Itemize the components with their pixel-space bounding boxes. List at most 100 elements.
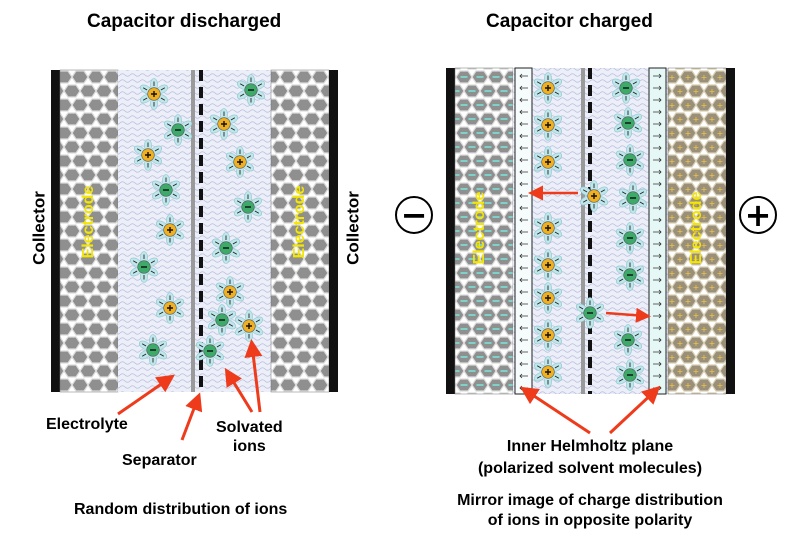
collector-left-label: Collector (29, 191, 48, 265)
dipole-arrow (519, 301, 528, 307)
dipole-arrow (519, 217, 528, 223)
dipole-mark (158, 233, 164, 237)
dipole-mark (554, 81, 560, 85)
dipole-mark (618, 268, 624, 272)
dipole-mark (616, 333, 622, 337)
caption-random-distribution: Random distribution of ions (74, 501, 288, 518)
dipole-mark (634, 116, 640, 120)
cation-icon (234, 310, 264, 342)
dipole-arrow (653, 349, 662, 355)
dipole-mark (150, 260, 156, 264)
dipole-arrow (653, 301, 662, 307)
electrode-negative-label: Electrode (471, 191, 488, 264)
dipole-arrow (653, 133, 662, 139)
discharged-cell (51, 69, 338, 393)
dipole-mark (166, 123, 172, 127)
anion-icon (613, 324, 643, 356)
dipole-mark (214, 241, 220, 245)
plus-sign (167, 227, 173, 233)
dipole-mark (150, 270, 156, 274)
dipole-mark (639, 191, 645, 195)
dipole-mark (536, 81, 542, 85)
ihp-negative (514, 67, 533, 395)
plus-sign (545, 122, 551, 128)
dipole-mark (600, 199, 606, 203)
dipole-mark (536, 128, 542, 132)
dipole-mark (639, 201, 645, 205)
dipole-mark (230, 117, 236, 121)
label-inner-helmholtz-plane: Inner Helmholtz plane (polarized solvent… (425, 436, 755, 480)
cation-icon (139, 78, 169, 110)
dipole-mark (236, 285, 242, 289)
electrode-positive (667, 67, 727, 395)
cation-icon (533, 72, 563, 104)
anion-icon (615, 222, 645, 254)
dipole-arrow (653, 193, 662, 199)
dipole-mark (158, 311, 164, 315)
dipole-mark (554, 128, 560, 132)
dipole-arrow (653, 217, 662, 223)
solvated-ions-right (533, 72, 648, 391)
dipole-arrow (519, 193, 528, 199)
dipole-mark (554, 221, 560, 225)
caption-mirror-line1: Mirror image of charge distribution (457, 492, 723, 509)
migration-arrow-anion (605, 307, 651, 323)
dipole-mark (554, 328, 560, 332)
dipole-mark (198, 354, 204, 358)
positive-terminal: + (739, 196, 777, 234)
anion-icon (611, 72, 641, 104)
dipole-mark (554, 155, 560, 159)
dipole-mark (159, 353, 165, 357)
polarized-solvent-negative (519, 73, 528, 391)
dipole-mark (536, 91, 542, 95)
dipole-mark (158, 301, 164, 305)
dipole-mark (632, 91, 638, 95)
dipole-mark (536, 338, 542, 342)
plus-sign (545, 332, 551, 338)
dipole-arrow (653, 169, 662, 175)
dipole-mark (536, 328, 542, 332)
label-solvated-line2: ions (232, 438, 266, 455)
dipole-mark (166, 133, 172, 137)
dipole-mark (246, 155, 252, 159)
dipole-mark (636, 153, 642, 157)
dipole-mark (212, 127, 218, 131)
plus-sign (545, 262, 551, 268)
plus-sign (221, 121, 227, 127)
label-ihp-line1: Inner Helmholtz plane (506, 438, 674, 455)
minus-symbol: − (401, 196, 428, 234)
dipole-mark (184, 133, 190, 137)
anion-icon (211, 232, 241, 264)
dipole-mark (136, 148, 142, 152)
dipole-mark (255, 319, 261, 323)
dipole-mark (216, 344, 222, 348)
dipole-arrow (653, 337, 662, 343)
cation-icon (533, 212, 563, 244)
electrode-negative (454, 67, 514, 395)
dipole-arrow (653, 325, 662, 331)
arrow-separator (180, 392, 203, 441)
plus-sign (145, 152, 151, 158)
cation-icon (533, 109, 563, 141)
dipole-mark (176, 233, 182, 237)
dipole-mark (230, 127, 236, 131)
dipole-arrow (653, 313, 662, 319)
annotation-arrows-left (117, 339, 263, 441)
dipole-arrow (519, 205, 528, 211)
dipole-arrow (653, 157, 662, 163)
dipole-mark (536, 155, 542, 159)
dipole-mark (212, 117, 218, 121)
dipole-arrow (653, 289, 662, 295)
dipole-mark (172, 193, 178, 197)
dipole-arrow (653, 109, 662, 115)
dipole-mark (636, 163, 642, 167)
anion-icon (151, 174, 181, 206)
dipole-arrow (519, 133, 528, 139)
electrode-left-label: Electrode (80, 185, 97, 258)
collector-right-label: Collector (343, 191, 362, 265)
plus-sign (151, 91, 157, 97)
dipole-mark (618, 153, 624, 157)
dipole-arrow (519, 145, 528, 151)
arrow-electrolyte (117, 374, 175, 416)
dipole-mark (154, 148, 160, 152)
